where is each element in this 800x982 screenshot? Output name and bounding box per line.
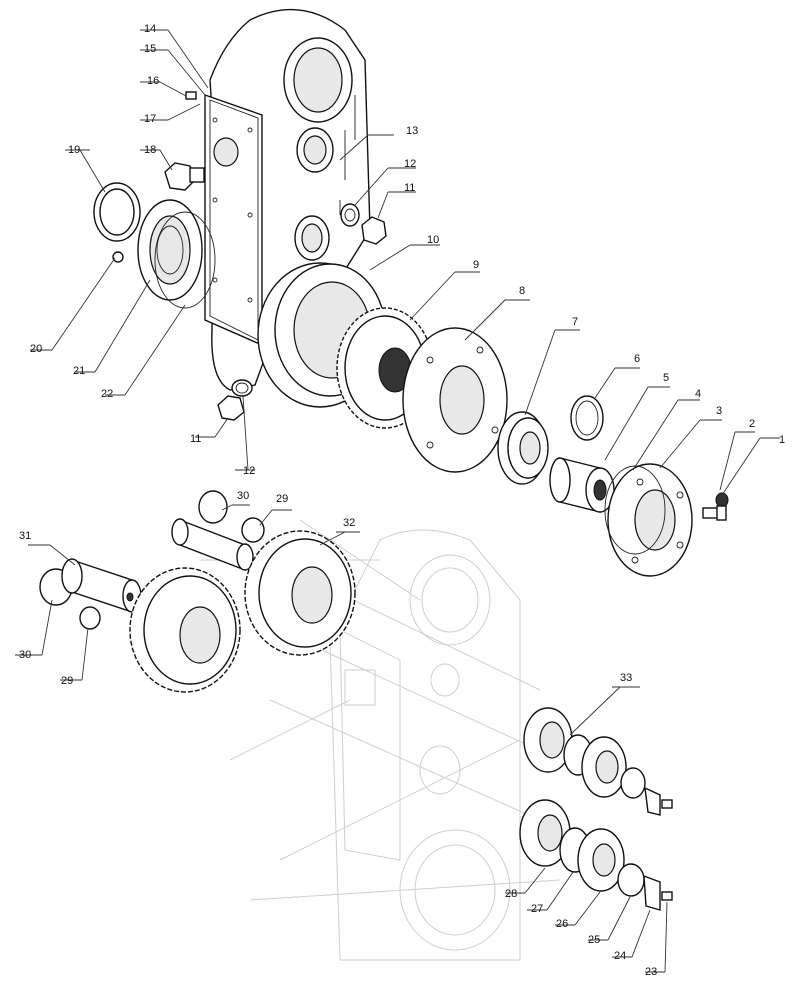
plug-11-upper [361,216,387,245]
callout-22: 22 [101,388,113,400]
o-ring-29-left [79,606,101,630]
callout-8: 8 [519,285,525,297]
callout-29-right: 29 [276,493,288,505]
gear-32-right [244,530,356,656]
callout-3: 3 [716,405,722,417]
bolt-1 [702,505,727,521]
callout-11-lower: 11 [190,433,201,445]
o-ring-29-right [241,517,265,543]
bearing-7 [497,411,549,485]
washer-2 [715,492,729,508]
callout-13: 13 [406,125,418,137]
small-ring-20 [112,251,124,263]
callout-12-upper: 12 [404,158,416,170]
bearing-group-lower [519,799,673,911]
gear-32-left [129,567,241,693]
callout-26: 26 [556,918,568,930]
callout-7: 7 [572,316,578,328]
ring-4 [604,465,666,555]
callout-10: 10 [427,234,439,246]
plug-11-lower [217,395,245,421]
snap-ring-6 [570,395,604,441]
callout-33: 33 [620,672,632,684]
callout-5: 5 [663,372,669,384]
callout-6: 6 [634,353,640,365]
callout-28: 28 [505,888,517,900]
shaft-upper [171,518,254,572]
callout-17: 17 [144,113,156,125]
callout-24: 24 [614,950,626,962]
callout-18: 18 [144,144,156,156]
shaft-31 [61,558,142,613]
flange-disc-8 [402,327,508,473]
o-ring-30-right [198,490,228,524]
callout-32: 32 [343,517,355,529]
callout-31: 31 [19,530,31,542]
callout-4: 4 [695,388,701,400]
callout-21: 21 [73,365,85,377]
gasket-22 [154,211,216,309]
callout-27: 27 [531,903,543,915]
callout-20: 20 [30,343,42,355]
callout-19: 19 [68,144,80,156]
callout-14: 14 [144,23,156,35]
seal-ring-19 [93,182,141,242]
callout-1: 1 [779,434,785,446]
callout-15: 15 [144,43,156,55]
callout-12-lower: 12 [243,465,255,477]
side-cover-plate [204,94,263,347]
washer-12-lower [231,379,253,397]
bolt-16 [185,91,197,100]
callout-29-left: 29 [61,675,73,687]
callout-25: 25 [588,934,600,946]
callout-11-upper: 11 [404,182,415,194]
plug-18 [164,162,205,191]
callout-2: 2 [749,418,755,430]
callout-23: 23 [645,966,657,978]
bearing-group-33 [523,707,673,816]
washer-12-upper [340,203,360,227]
cover-plate-3 [607,463,693,577]
leader-lines [15,29,780,973]
callout-30-right: 30 [237,490,249,502]
flange-21 [137,199,203,301]
splined-hub-5 [549,457,615,513]
callout-9: 9 [473,259,479,271]
callout-16: 16 [147,75,159,87]
callout-30-left: 30 [19,649,31,661]
